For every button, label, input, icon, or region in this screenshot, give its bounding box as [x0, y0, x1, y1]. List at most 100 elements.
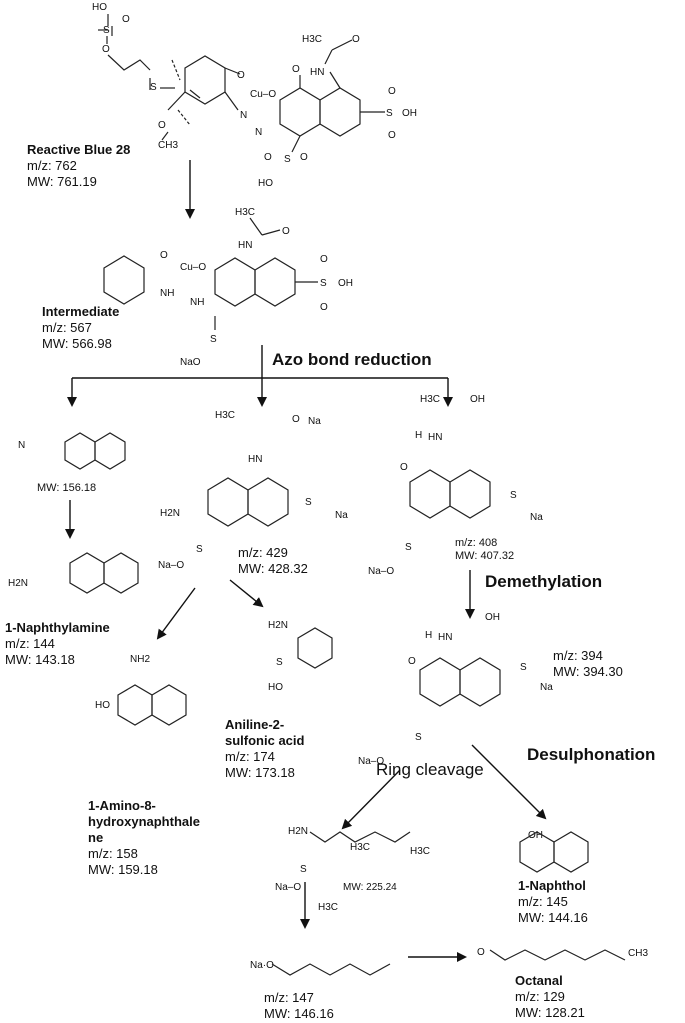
atom-label: S — [210, 334, 217, 345]
structure-center-fragment: H3C O Na HN H2N S Na S Na–O — [158, 410, 348, 571]
atom-label: HN — [238, 240, 252, 251]
octanal-mw: MW: 128.21 — [515, 1005, 585, 1020]
atom-label: H3C — [215, 410, 235, 421]
step-demethylation: Demethylation — [485, 572, 603, 591]
arrow-desulphonation — [471, 744, 547, 820]
atom-label: H3C — [410, 846, 430, 857]
atom-label: O — [160, 250, 168, 261]
atom-label: O — [300, 152, 308, 163]
atom-label: HN — [438, 632, 452, 643]
node-octanal: Octanal m/z: 129 MW: 128.21 — [515, 973, 585, 1021]
atom-label: NH — [160, 288, 174, 299]
atom-label: O — [388, 86, 396, 97]
atom-label: O — [320, 302, 328, 313]
intermediate-mz: m/z: 567 — [42, 320, 92, 335]
arrow-center-to-aminohydroxy — [156, 587, 196, 640]
aminohydroxy-mz: m/z: 158 — [88, 846, 138, 861]
structure-demethyl-product: H HN OH O S Na S Na–O — [358, 612, 553, 767]
atom-label: S — [300, 864, 307, 875]
aminohydroxy-mw: MW: 159.18 — [88, 862, 158, 877]
atom-label: HO — [268, 682, 283, 693]
structure-ring-product: H2N H3C H3C S Na–O MW: 225.24 — [275, 826, 430, 893]
atom-label: Na — [335, 510, 348, 521]
center-mw: MW: 428.32 — [238, 561, 308, 576]
atom-label: Na — [540, 682, 553, 693]
rb28-name: Reactive Blue 28 — [27, 142, 131, 157]
atom-label: H3C — [350, 842, 370, 853]
structure-octanal: O CH3 — [477, 947, 648, 961]
atom-label: Na–O — [368, 566, 394, 577]
atom-label: OH — [338, 278, 353, 289]
aniline-mw: MW: 173.18 — [225, 765, 295, 780]
intermediate-name: Intermediate — [42, 304, 120, 319]
atom-label: H2N — [8, 578, 28, 589]
atom-label: CH3 — [628, 948, 648, 959]
atom-label: S — [196, 544, 203, 555]
naphthylamine-name: 1-Naphthylamine — [5, 620, 110, 635]
azo-fragment-mw: MW: 156.18 — [37, 482, 97, 494]
atom-label: O — [237, 70, 245, 81]
right-mw: MW: 407.32 — [455, 550, 515, 562]
octanal-mz: m/z: 129 — [515, 989, 565, 1004]
aminohydroxy-name-1: 1-Amino-8- — [88, 798, 156, 813]
node-center-fragment: m/z: 429 MW: 428.32 — [238, 545, 308, 577]
atom-label: OH — [402, 108, 417, 119]
node-demethyl-product: m/z: 394 MW: 394.30 — [553, 648, 623, 680]
naphthylamine-mz: m/z: 144 — [5, 636, 55, 651]
aminohydroxy-name-3: ne — [88, 830, 104, 845]
na-chain-mw: MW: 146.16 — [264, 1006, 334, 1021]
atom-label: NaO — [180, 357, 201, 368]
atom-label: H2N — [288, 826, 308, 837]
atom-label: Cu–O — [180, 262, 206, 273]
node-right-fragment: m/z: 408 MW: 407.32 — [455, 537, 514, 563]
structure-right-fragment: H3C OH H HN O S Na S Na–O — [368, 394, 543, 577]
atom-label: Na·O — [250, 960, 274, 971]
node-naphthol: 1-Naphthol m/z: 145 MW: 144.16 — [518, 878, 588, 926]
atom-label: S — [510, 490, 517, 501]
atom-label: S — [103, 25, 110, 36]
atom-label: O — [400, 462, 408, 473]
atom-label: Na — [530, 512, 543, 523]
atom-label: S — [150, 82, 157, 93]
atom-label: O — [408, 656, 416, 667]
atom-label: S — [405, 542, 412, 553]
atom-label: H3C — [420, 394, 440, 405]
demethyl-mz: m/z: 394 — [553, 648, 603, 663]
atom-label: O — [320, 254, 328, 265]
atom-label: O — [388, 130, 396, 141]
structure-azo-fragment: N — [18, 432, 126, 470]
atom-label: H — [415, 430, 422, 441]
atom-label: OH — [485, 612, 500, 623]
rb28-mz: m/z: 762 — [27, 158, 77, 173]
atom-label: S — [320, 278, 327, 289]
structure-aminohydroxy: NH2 HO — [95, 654, 187, 726]
step-desulphonation: Desulphonation — [527, 745, 656, 764]
atom-label: HO — [95, 700, 110, 711]
arrow-center-to-aniline — [229, 579, 264, 608]
atom-label: Na — [308, 416, 321, 427]
aminohydroxy-name-2: hydroxynaphthale — [88, 814, 200, 829]
atom-label: NH2 — [130, 654, 150, 665]
structure-reactive-blue-28: HO S O O S O Cu–O O CH3 N N O HN H3C O — [92, 2, 417, 189]
atom-label: H3C — [302, 34, 322, 45]
atom-label: N — [255, 127, 262, 138]
intermediate-mw: MW: 566.98 — [42, 336, 112, 351]
naphthol-name: 1-Naphthol — [518, 878, 586, 893]
node-aniline-sulfonic: Aniline-2- sulfonic acid m/z: 174 MW: 17… — [225, 717, 304, 781]
atom-label: O — [102, 44, 110, 55]
atom-label: Na–O — [358, 756, 384, 767]
node-intermediate: Intermediate m/z: 567 MW: 566.98 — [42, 304, 119, 352]
atom-label: NH — [190, 297, 204, 308]
atom-label: S — [284, 154, 291, 165]
structure-naphthylamine: H2N — [8, 552, 139, 594]
atom-label: Cu–O — [250, 89, 276, 100]
atom-label: O — [264, 152, 272, 163]
atom-label: O — [477, 947, 485, 958]
atom-label: S — [305, 497, 312, 508]
structure-intermediate: H3C O HN O Cu–O NH NH S O O OH S NaO — [103, 207, 353, 368]
naphthol-mz: m/z: 145 — [518, 894, 568, 909]
atom-label: N — [240, 110, 247, 121]
atom-label: S — [276, 657, 283, 668]
node-na-chain: m/z: 147 MW: 146.16 — [264, 990, 334, 1022]
